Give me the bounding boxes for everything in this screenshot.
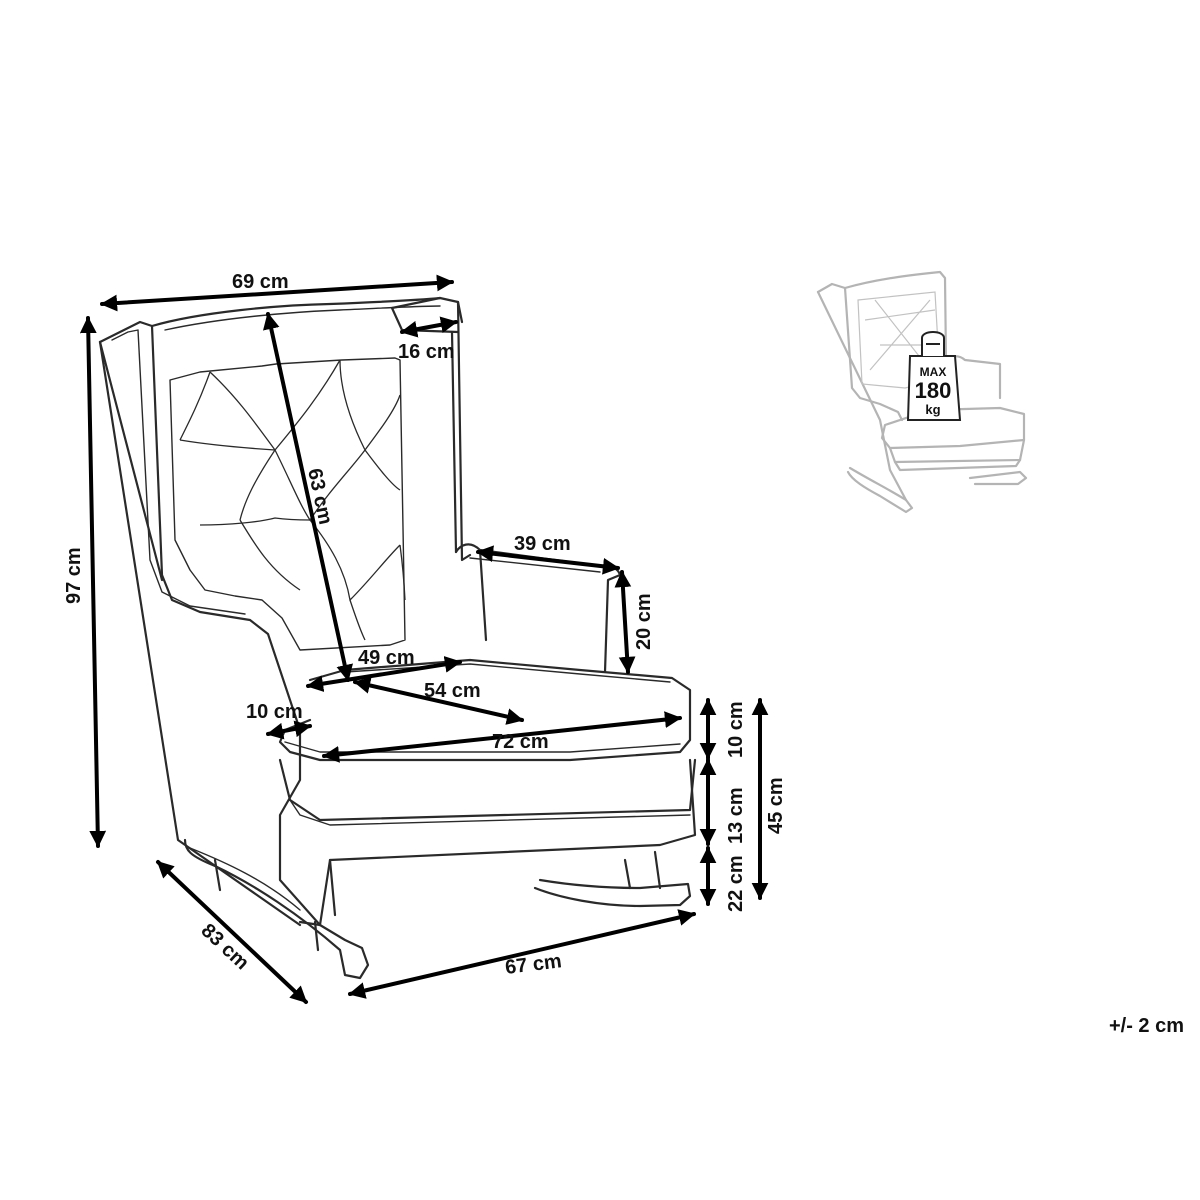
label-width: 69 cm bbox=[232, 271, 289, 293]
label-armrest-height: 20 cm bbox=[633, 593, 655, 650]
seat-width-line bbox=[306, 656, 462, 692]
label-cushion-height: 10 cm bbox=[725, 701, 747, 758]
rocker-width-line bbox=[348, 909, 696, 999]
label-seat-depth: 54 cm bbox=[424, 680, 481, 702]
armrest-height-line bbox=[614, 570, 636, 674]
badge-unit: kg bbox=[925, 402, 940, 417]
arm-width-line bbox=[266, 720, 312, 740]
backrest-dimension-line bbox=[263, 312, 353, 682]
seat-front-width-line bbox=[322, 711, 682, 763]
label-seat-width: 49 cm bbox=[358, 647, 415, 669]
label-arm-width: 10 cm bbox=[246, 701, 303, 723]
width-dimension-line bbox=[100, 274, 454, 312]
label-total-height: 97 cm bbox=[63, 547, 85, 604]
label-base-height: 13 cm bbox=[725, 787, 747, 844]
label-seat-front-width: 72 cm bbox=[492, 731, 549, 753]
armrest-length-line bbox=[476, 545, 620, 575]
label-armrest-length: 39 cm bbox=[514, 533, 571, 555]
rocking-chair-drawing bbox=[98, 296, 697, 980]
label-leg-clearance: 22 cm bbox=[725, 855, 747, 912]
tolerance-note: +/- 2 cm bbox=[1109, 1015, 1184, 1037]
depth-dimension-line bbox=[156, 860, 308, 1004]
dimension-lines bbox=[79, 274, 769, 1004]
wing-dimension-line bbox=[400, 316, 458, 338]
label-wing-depth: 16 cm bbox=[398, 341, 455, 363]
back-tufting bbox=[179, 359, 406, 641]
height-dimension-line bbox=[79, 316, 107, 848]
badge-max-value: 180 bbox=[915, 378, 952, 403]
load-capacity-thumbnail: MAX 180 kg bbox=[816, 270, 1028, 514]
weight-badge-icon: MAX 180 kg bbox=[906, 331, 962, 421]
label-seat-height: 45 cm bbox=[765, 777, 787, 834]
badge-max-label: MAX bbox=[920, 365, 947, 379]
